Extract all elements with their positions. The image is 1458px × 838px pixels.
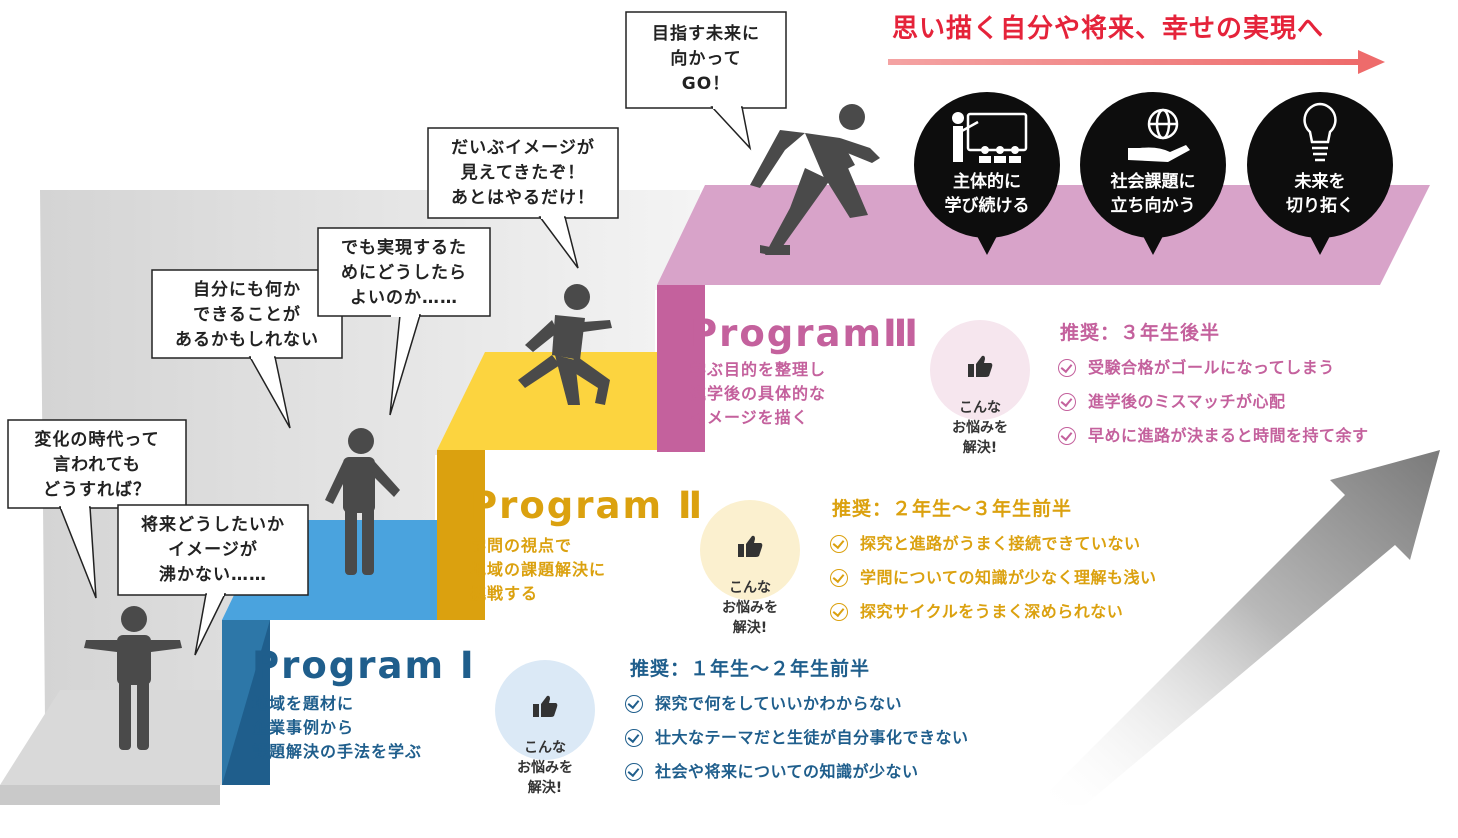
badge-text: こんな お悩みを 解決! — [722, 580, 778, 636]
growth-arrow — [1035, 450, 1440, 805]
speech-bubble-3: 自分にも何か できることが あるかもしれない — [175, 280, 319, 350]
headline: 思い描く自分や将来、幸せの実現へ — [892, 14, 1325, 44]
program-1-issue: 社会や将来についての知識が少ない — [625, 758, 919, 782]
program-3-recommend: 推奨：３年生後半 — [1060, 322, 1221, 344]
thumbs-up-icon — [968, 355, 993, 377]
program-2-title: Program Ⅱ — [470, 484, 705, 527]
speech-bubble-1: 変化の時代って 言われても どうすれば？ — [34, 430, 160, 500]
program-1-recommend: 推奨：１年生〜２年生前半 — [630, 658, 871, 680]
goal-label-future: 未来を 切り拓く — [1286, 172, 1354, 216]
program-2-badge: こんな お悩みを 解決! — [700, 500, 800, 636]
speech-bubble-4: でも実現するた めにどうしたら よいのか…… — [341, 238, 467, 308]
speech-bubble-6: 目指す未来に 向かって GO！ — [652, 24, 760, 94]
badge-text: こんな お悩みを 解決! — [517, 740, 573, 796]
goal-label-learn: 主体的に 学び続ける — [944, 172, 1030, 216]
program-2-desc: 学問の視点で 地域の課題解決に 挑戦する — [470, 536, 607, 603]
program-2-issue: 探究と進路がうまく接続できていない — [830, 530, 1141, 554]
program-1-title: Program Ⅰ — [252, 644, 476, 687]
program-2-issue: 学問についての知識が少なく理解も浅い — [830, 564, 1157, 588]
program-2-issue: 探究サイクルをうまく深められない — [830, 598, 1123, 622]
program-3-badge: こんな お悩みを 解決! — [930, 320, 1030, 456]
goal-label-society: 社会課題に 立ち向かう — [1110, 172, 1196, 216]
goal-circles — [914, 92, 1393, 255]
program-3-issue: 進学後のミスマッチが心配 — [1058, 388, 1286, 412]
speech-bubbles — [7, 11, 787, 656]
program-1-desc: 地域を題材に 企業事例から 課題解決の手法を学ぶ — [252, 694, 423, 761]
floor-step — [0, 690, 270, 785]
program-3-title: ProgramⅢ — [690, 312, 921, 355]
badge-text: こんな お悩みを 解決! — [952, 400, 1008, 456]
speech-bubble-2: 将来どうしたいか イメージが 沸かない…… — [141, 515, 285, 585]
program-3-desc: 学ぶ目的を整理し 進学後の具体的な イメージを描く — [690, 360, 827, 427]
program-3-issue: 受験合格がゴールになってしまう — [1058, 354, 1335, 378]
program-3-issue: 早めに進路が決まると時間を持て余す — [1058, 422, 1369, 446]
program-1-issue: 探究で何をしていいかわからない — [625, 690, 902, 714]
program-2-recommend: 推奨：２年生〜３年生前半 — [832, 498, 1073, 520]
person-icons — [84, 104, 880, 750]
headline-arrow — [888, 59, 1358, 65]
thumbs-up-icon — [738, 535, 763, 557]
goal-icons — [952, 102, 1337, 163]
step-3-riser — [657, 285, 705, 452]
program-1-issue: 壮大なテーマだと生徒が自分事化できない — [625, 724, 969, 748]
program-1-badge: こんな お悩みを 解決! — [495, 660, 595, 796]
step-2-riser — [437, 450, 485, 620]
thumbs-up-icon — [533, 695, 558, 717]
speech-bubble-5: だいぶイメージが 見えてきたぞ！ あとはやるだけ！ — [451, 138, 595, 208]
